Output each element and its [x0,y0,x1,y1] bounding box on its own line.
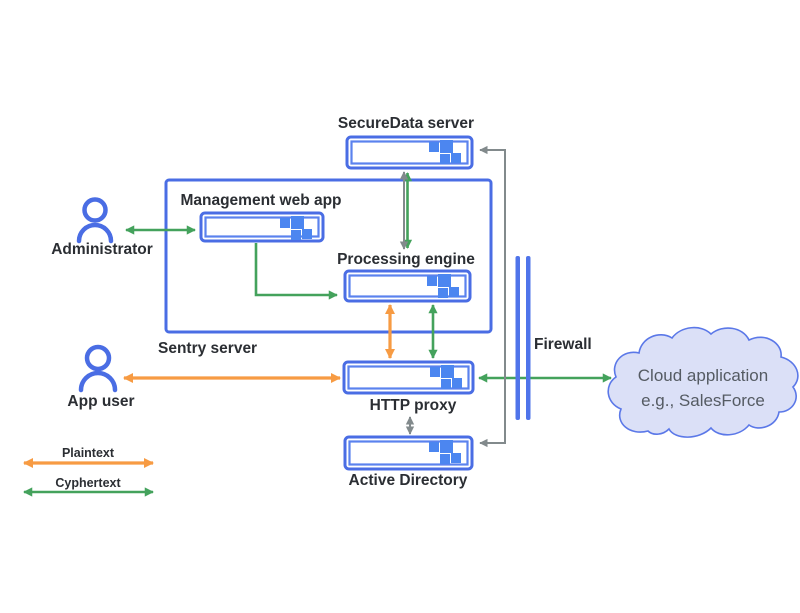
server-blocks-icon [280,216,312,240]
active-directory-node: Active Directory [343,435,474,489]
server-blocks-icon [429,140,461,164]
cloud-application-node: Cloud application e.g., SalesForce [607,326,799,438]
app-user-node: App user [67,344,135,410]
cloud-application-label-line1: Cloud application [638,366,768,385]
cloud-application-label-line2: e.g., SalesForce [641,391,765,410]
legend: Plaintext Cyphertext [23,446,154,497]
http-proxy-node: HTTP proxy [342,360,475,414]
processing-engine-label: Processing engine [337,251,475,268]
securedata-server-node: SecureData server [338,115,474,170]
legend-plaintext-label: Plaintext [62,446,115,460]
server-blocks-icon [430,365,462,389]
firewall-node: Firewall [515,256,592,420]
firewall-bar-left [515,256,520,420]
person-icon [76,197,114,244]
legend-cyphertext-label: Cyphertext [55,476,121,490]
server-blocks-icon [429,440,461,464]
cloud-icon [607,326,799,438]
person-icon [78,344,118,393]
arrow-management-processing [254,243,338,300]
processing-engine-node: Processing engine [337,251,475,303]
securedata-server-label: SecureData server [338,115,474,132]
firewall-label: Firewall [534,336,592,353]
management-web-app-node: Management web app [180,192,342,243]
management-web-app-label: Management web app [180,192,341,209]
firewall-bar-right [526,256,531,420]
active-directory-label: Active Directory [349,472,468,489]
server-blocks-icon [427,274,459,298]
http-proxy-label: HTTP proxy [370,397,457,414]
sentry-server-container: Sentry server [158,178,493,357]
arrow-securedata-activedirectory [479,145,506,448]
app-user-label: App user [67,393,134,410]
administrator-label: Administrator [51,241,153,258]
sentry-server-label: Sentry server [158,340,257,357]
administrator-node: Administrator [51,197,153,258]
